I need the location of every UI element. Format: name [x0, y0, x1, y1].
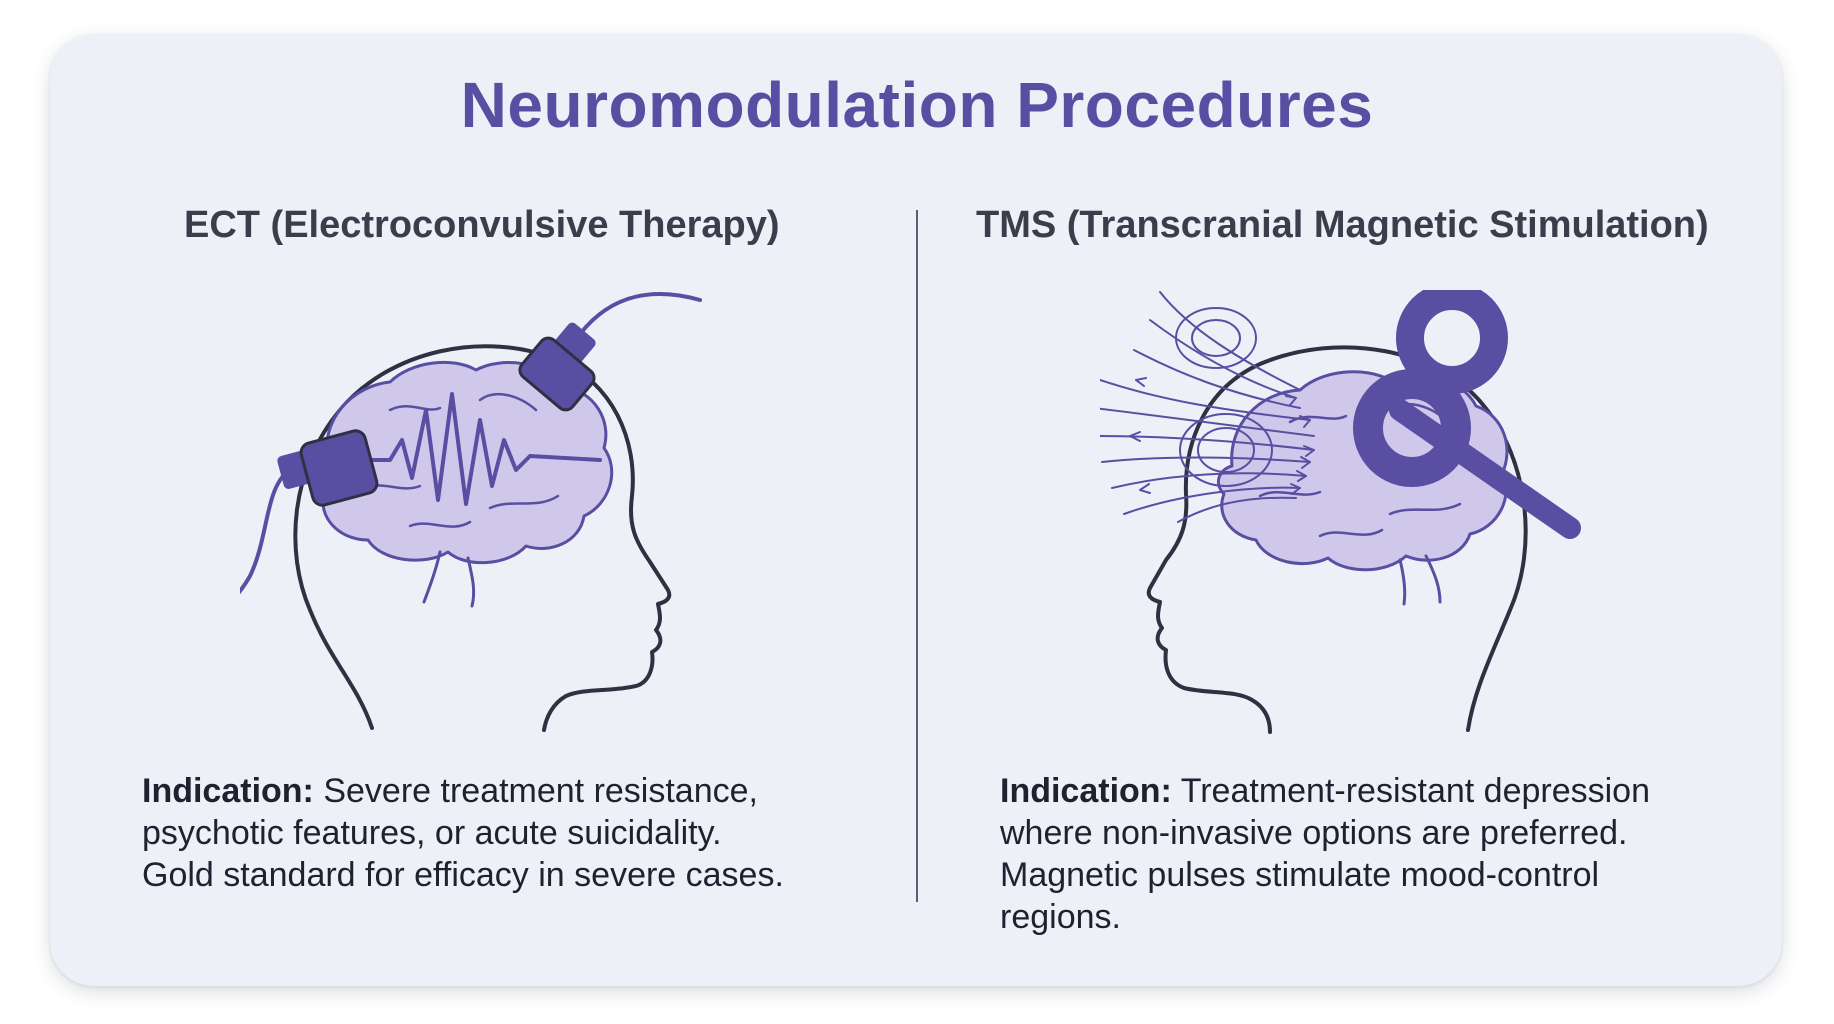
electrode-icon: [240, 429, 379, 595]
electrode-icon: [518, 292, 702, 412]
ect-description: Indication: Severe treatment resistance,…: [142, 770, 842, 896]
brain-icon: [315, 360, 614, 608]
tms-description-line-1: Treatment-resistant depression: [1171, 772, 1650, 810]
tms-description-line-2: where non-invasive options are preferred…: [1000, 814, 1628, 852]
ect-illustration: [240, 292, 702, 732]
ect-indication-label: Indication:: [142, 772, 314, 810]
tms-description: Indication: Treatment-resistant depressi…: [1000, 770, 1740, 938]
tms-description-line-3: Magnetic pulses stimulate mood-control: [1000, 856, 1600, 894]
ect-heading: ECT (Electroconvulsive Therapy): [184, 204, 780, 246]
tms-description-line-4: regions.: [1000, 898, 1121, 936]
page-title: Neuromodulation Procedures: [460, 69, 1374, 141]
panel-divider: [916, 210, 918, 902]
tms-heading: TMS (Transcranial Magnetic Stimulation): [976, 204, 1709, 246]
tms-indication-label: Indication:: [1000, 772, 1172, 810]
ect-description-line-1: Severe treatment resistance,: [313, 772, 758, 810]
ect-description-line-2: psychotic features, or acute suicidality…: [142, 814, 722, 852]
figure-eight-coil-icon: [1353, 290, 1581, 539]
eeg-wave-icon: [334, 392, 602, 506]
head-profile-icon: [293, 344, 672, 732]
tms-illustration: [1100, 290, 1581, 734]
magnetic-field-lines-icon: [1100, 291, 1315, 523]
ect-description-line-3: Gold standard for efficacy in severe cas…: [142, 856, 784, 894]
